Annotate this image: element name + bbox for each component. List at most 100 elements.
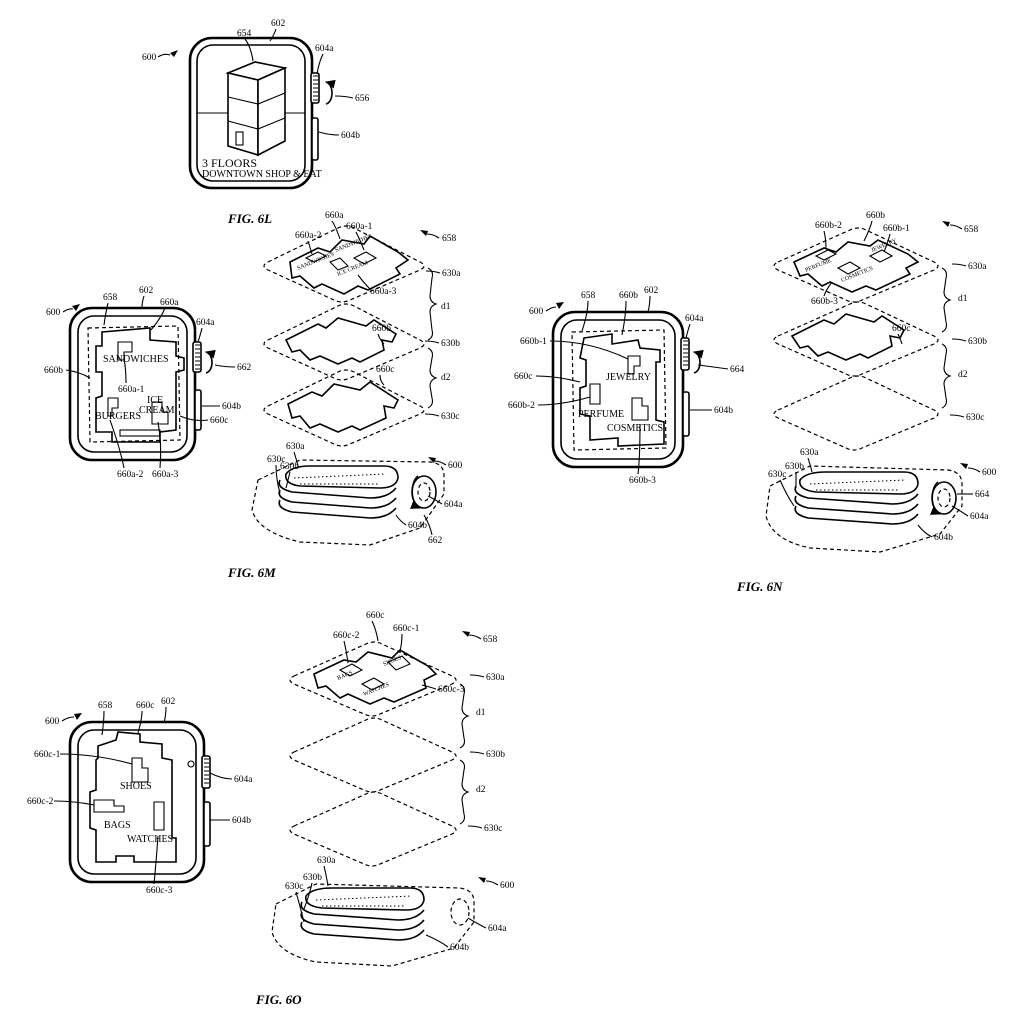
leader-arrow xyxy=(462,631,470,637)
leader-line xyxy=(163,706,167,724)
leader-arrow xyxy=(942,221,950,227)
fig-6m: SANDWICHES BURGERS ICE CREAM 600 658 602… xyxy=(44,211,463,580)
ref-630a: 630a xyxy=(486,673,505,683)
leader-line xyxy=(62,308,74,313)
leader-line xyxy=(157,421,162,469)
ref-604b: 604b xyxy=(222,402,241,412)
leader-line xyxy=(153,835,159,885)
ref-602: 602 xyxy=(644,286,659,296)
leader-line xyxy=(101,710,105,736)
svg-text:SANDWICHES: SANDWICHES xyxy=(335,234,374,254)
leader-line xyxy=(316,53,324,75)
svg-text:COSMETICS: COSMETICS xyxy=(841,266,874,284)
ref-660b-1: 660b-1 xyxy=(520,337,547,347)
leader-line xyxy=(467,917,487,929)
building-icon xyxy=(225,61,288,157)
ref-660a: 660a xyxy=(325,211,344,221)
ref-660c-1: 660c-1 xyxy=(34,750,61,760)
leader-line xyxy=(467,825,483,829)
ref-604a: 604a xyxy=(444,500,463,510)
ref-660c: 660c xyxy=(136,701,154,711)
ref-630b: 630b xyxy=(303,873,322,883)
ref-602: 602 xyxy=(271,19,286,29)
leader-line xyxy=(883,233,891,253)
leader-line xyxy=(823,281,833,297)
ref-630c: 630c xyxy=(484,824,502,834)
leader-line xyxy=(214,364,236,368)
ref-658: 658 xyxy=(442,234,457,244)
leader-line xyxy=(537,396,591,406)
svg-text:BAGS: BAGS xyxy=(337,670,354,682)
leader-line xyxy=(423,514,433,536)
ref-d2: d2 xyxy=(476,785,486,795)
leader-line xyxy=(949,414,965,418)
watch-side-view-6m xyxy=(251,459,445,546)
ref-658: 658 xyxy=(964,225,979,235)
leader-line xyxy=(863,220,873,242)
ref-660c-2: 660c-2 xyxy=(333,631,360,641)
d2-bracket xyxy=(941,343,952,409)
ref-660c: 660c xyxy=(376,365,394,375)
figure-caption-6o: FIG. 6O xyxy=(255,992,302,1007)
ref-630c: 630c xyxy=(966,413,984,423)
d1-bracket xyxy=(459,683,470,749)
leader-line xyxy=(209,772,233,780)
ref-600: 600 xyxy=(142,53,157,63)
leader-line xyxy=(637,423,641,475)
leader-line xyxy=(549,340,629,360)
leader-line xyxy=(621,300,627,336)
leader-line xyxy=(179,415,209,422)
ref-604a: 604a xyxy=(970,512,989,522)
ref-600: 600 xyxy=(500,881,515,891)
ref-660c-1: 660c-1 xyxy=(393,624,420,634)
ref-630a: 630a xyxy=(286,442,305,452)
leader-line xyxy=(157,53,171,58)
leader-line xyxy=(269,28,277,42)
leader-line xyxy=(951,338,967,342)
ref-660c: 660c xyxy=(366,611,384,621)
ref-660c: 660c xyxy=(892,324,910,334)
ref-660b-3: 660b-3 xyxy=(811,297,838,307)
leader-line xyxy=(424,340,440,344)
leader-line xyxy=(307,240,313,255)
ref-600: 600 xyxy=(448,461,463,471)
leader-line xyxy=(293,451,299,467)
screen-text-venue: DOWNTOWN SHOP & EAT xyxy=(202,169,322,180)
figure-caption-6m: FIG. 6M xyxy=(227,565,276,580)
leader-arrow xyxy=(478,877,486,883)
leader-line xyxy=(424,413,440,417)
ref-604b: 604b xyxy=(232,816,251,826)
leader-line xyxy=(535,375,581,383)
ref-630a: 630a xyxy=(317,856,336,866)
leader-arrow xyxy=(428,457,436,463)
ref-658: 658 xyxy=(581,291,596,301)
ref-d1: d1 xyxy=(958,294,968,304)
ref-600: 600 xyxy=(529,307,544,317)
layer-630a-6m: SANDWICHES SANDWICHES ICE CREAM xyxy=(263,225,425,303)
leader-arrow xyxy=(72,304,80,311)
ref-660a-2: 660a-2 xyxy=(117,470,144,480)
ref-604a: 604a xyxy=(234,775,253,785)
svg-text:PERFUME: PERFUME xyxy=(805,258,833,274)
leader-line xyxy=(331,220,341,240)
d2-bracket xyxy=(427,347,438,409)
ref-604b: 604b xyxy=(341,131,360,141)
fig-6n: JEWELRY PERFUME COSMETICS 600 658 660b 6… xyxy=(508,211,997,594)
leader-line xyxy=(197,327,203,343)
layer-630b-6o xyxy=(289,717,457,793)
ref-660c: 660c xyxy=(210,416,228,426)
layer-630c-6n xyxy=(773,375,939,451)
ref-600: 600 xyxy=(45,717,60,727)
ref-604a: 604a xyxy=(488,924,507,934)
ref-d1: d1 xyxy=(441,302,451,312)
leader-line xyxy=(807,457,813,473)
ref-660b-2: 660b-2 xyxy=(815,221,842,231)
poi-label-cream: CREAM xyxy=(139,405,175,416)
ref-660b: 660b xyxy=(619,291,638,301)
ref-660c-2: 660c-2 xyxy=(27,797,54,807)
ref-630a: 630a xyxy=(968,262,987,272)
leader-line xyxy=(61,716,75,722)
d2-bracket xyxy=(459,759,470,825)
leader-line xyxy=(897,333,903,345)
